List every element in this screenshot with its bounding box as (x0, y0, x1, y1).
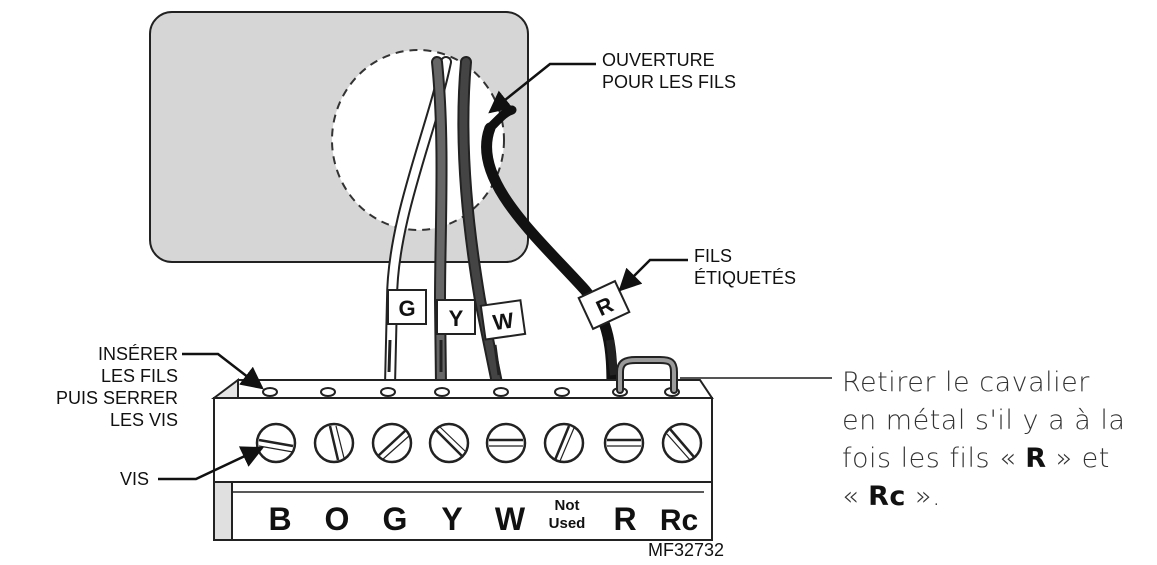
screw-icon (543, 422, 585, 464)
terminal-label-w: W (495, 501, 526, 537)
wire-tag-g-label: G (398, 296, 415, 321)
terminal-label-y: Y (441, 501, 462, 537)
callout-insert-wires: INSÉRER LES FILS PUIS SERRER LES VIS (56, 344, 264, 430)
callout-insert-line3: PUIS SERRER (56, 388, 178, 408)
callout-screws: VIS (120, 446, 265, 489)
callout-insert-line4: LES VIS (110, 410, 178, 430)
terminal-label-o: O (325, 501, 350, 537)
terminal-label-r: R (613, 501, 636, 537)
terminal-label-not: Not (555, 497, 580, 514)
screw-icon (428, 422, 470, 464)
wire-tag-r: R (577, 279, 631, 331)
jumper-note: Retirer le cavalier en métal s'il y a à … (842, 364, 1152, 516)
figure-id: MF32732 (648, 540, 724, 560)
jumper-note-line4-pre: « (842, 481, 869, 512)
callout-wire-opening-line1: OUVERTURE (602, 50, 715, 70)
screw-icon (661, 422, 703, 464)
callout-labeled-wires-line2: ÉTIQUETÉS (694, 268, 796, 288)
screw-icon (255, 422, 297, 464)
screw-icon (485, 422, 527, 464)
screw-icon (313, 422, 355, 464)
terminal-screws (255, 422, 703, 464)
callout-insert-line2: LES FILS (101, 366, 178, 386)
terminal-label-rc: Rc (660, 504, 698, 537)
terminal-block: B O G Y W Not Used R Rc (211, 378, 714, 541)
callout-labeled-wires: FILS ÉTIQUETÉS (618, 246, 796, 292)
jumper-note-r: R (1025, 443, 1047, 474)
wire-tag-y-label: Y (449, 306, 464, 331)
jumper-note-line4: « Rc ». (842, 478, 1152, 516)
wire-holes (262, 387, 680, 397)
jumper-note-line3-pre: fois les fils « (842, 443, 1026, 474)
terminal-label-g: G (383, 501, 408, 537)
callout-insert-line1: INSÉRER (98, 344, 178, 364)
wire-ends (387, 339, 618, 376)
jumper-note-line2: en métal s'il y a à la (842, 405, 1126, 436)
callout-wire-opening-line2: POUR LES FILS (602, 72, 736, 92)
jumper-note-line1: Retirer le cavalier (842, 367, 1090, 398)
jumper-note-line4-post: ». (905, 481, 942, 512)
callout-screws-label: VIS (120, 469, 149, 489)
wire-tag-y: Y (436, 299, 476, 335)
callout-wire-opening: OUVERTURE POUR LES FILS (488, 50, 736, 114)
wire-tag-w: W (479, 299, 527, 341)
jumper-note-line3-post: » et (1046, 443, 1110, 474)
terminal-label-used: Used (549, 515, 586, 532)
jumper-note-rc: Rc (868, 481, 906, 512)
screw-icon (371, 422, 413, 464)
wire-tag-g: G (387, 289, 427, 325)
wire-tag-w-label: W (491, 307, 515, 335)
terminal-label-b: B (268, 501, 291, 537)
screw-icon (603, 422, 645, 464)
jumper-note-line3: fois les fils « R » et (842, 440, 1152, 478)
callout-labeled-wires-line1: FILS (694, 246, 732, 266)
wire-opening (331, 49, 505, 231)
